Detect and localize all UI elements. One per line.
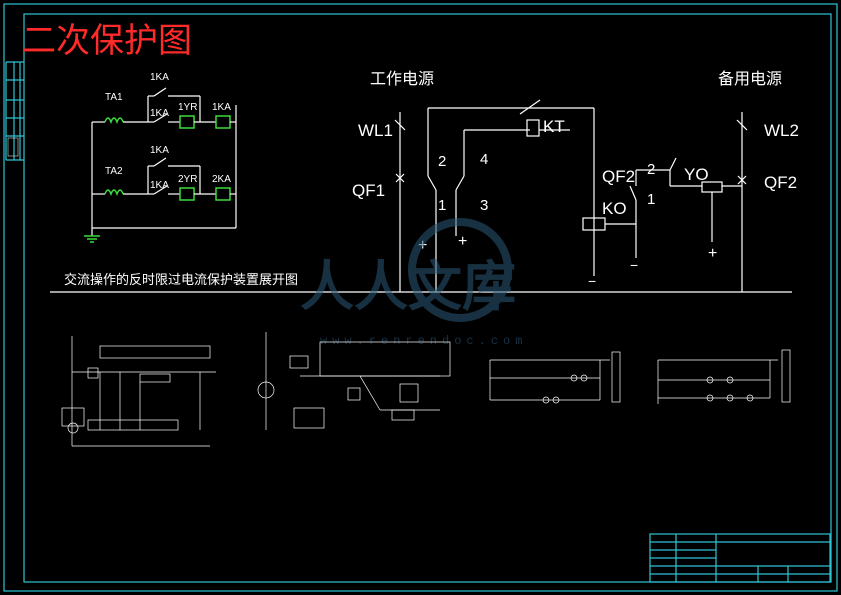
- outer-frame: [3, 3, 838, 592]
- binding-strip: [5, 61, 24, 161]
- qf1-contact-1-icon: [427, 175, 437, 191]
- node-4: 4: [480, 151, 488, 168]
- qf2-contact-icon: [629, 185, 637, 201]
- label-1ka-mid: 1KA: [150, 108, 169, 119]
- label-ko: KO: [602, 199, 627, 218]
- work-source-label: 工作电源: [370, 69, 434, 88]
- backup-source-label: 备用电源: [718, 69, 782, 88]
- thumbnail-diagram-2: [257, 332, 451, 430]
- inner-frame: [23, 13, 832, 583]
- label-qf2-left: QF2: [602, 167, 635, 186]
- title-block: [649, 533, 831, 583]
- label-ta2: TA2: [105, 166, 123, 177]
- label-wl1: WL1: [358, 121, 393, 140]
- plus-2: +: [458, 233, 467, 250]
- minus-1: −: [630, 257, 638, 273]
- node-1b: 1: [647, 191, 655, 208]
- plus-3: +: [708, 245, 717, 262]
- label-2yr: 2YR: [178, 174, 197, 185]
- watermark: 人人文库 www.renrendoc.com: [300, 218, 527, 348]
- thumbnail-diagram-4: [657, 349, 791, 404]
- label-1ka-top: 1KA: [150, 72, 169, 83]
- label-qf1: QF1: [352, 181, 385, 200]
- node-1: 1: [438, 197, 446, 214]
- label-wl2: WL2: [764, 121, 799, 140]
- node-2b: 2: [647, 161, 655, 178]
- wl1-arrow-icon: [394, 119, 406, 131]
- node-2: 2: [438, 153, 446, 170]
- qf1-contact-3-icon: [455, 175, 465, 191]
- node-3: 3: [480, 197, 488, 214]
- kt-contact-icon: [519, 99, 541, 115]
- watermark-url: www.renrendoc.com: [320, 334, 527, 348]
- auto-transfer-circuit: 工作电源 备用电源 WL1 WL2 QF1 QF2 QF2 KT YO KO 2…: [352, 69, 799, 292]
- left-circuit-caption: 交流操作的反时限过电流保护装置展开图: [64, 272, 298, 288]
- drawing-title: 二次保护图: [22, 21, 192, 61]
- kt-coil-icon: [526, 119, 540, 137]
- label-yo: YO: [684, 165, 709, 184]
- thumbnail-diagram-1: [61, 336, 216, 447]
- yr1-coil-icon: [179, 115, 195, 129]
- yr2-coil-icon: [179, 187, 195, 201]
- ta2-coil-icon: [104, 189, 124, 197]
- ta1-coil-icon: [104, 117, 124, 125]
- label-ta1: TA1: [105, 92, 123, 103]
- minus-2: −: [588, 273, 596, 289]
- ka1-contact-top-icon: [153, 87, 167, 97]
- label-1ka-top-2: 1KA: [150, 145, 169, 156]
- wl2-arrow-icon: [736, 119, 748, 131]
- ka1-contact-mid-icon: [153, 113, 168, 123]
- label-2ka: 2KA: [212, 174, 231, 185]
- ka2-contact-top-icon: [153, 157, 167, 167]
- label-kt: KT: [543, 117, 565, 136]
- left-protection-circuit: TA1 1KA 1KA 1YR 1KA TA2 1KA 1KA 2YR 2KA: [84, 72, 237, 243]
- watermark-logo-text: 人人文库: [300, 255, 516, 318]
- label-1ka-mid-2: 1KA: [150, 180, 169, 191]
- ka2-coil-icon: [215, 187, 231, 201]
- label-1yr: 1YR: [178, 102, 197, 113]
- label-1ka-right: 1KA: [212, 102, 231, 113]
- ka2-contact-mid-icon: [153, 185, 168, 195]
- label-qf2-right: QF2: [764, 173, 797, 192]
- thumbnail-diagram-3: [489, 351, 621, 404]
- ka1-coil-icon: [215, 115, 231, 129]
